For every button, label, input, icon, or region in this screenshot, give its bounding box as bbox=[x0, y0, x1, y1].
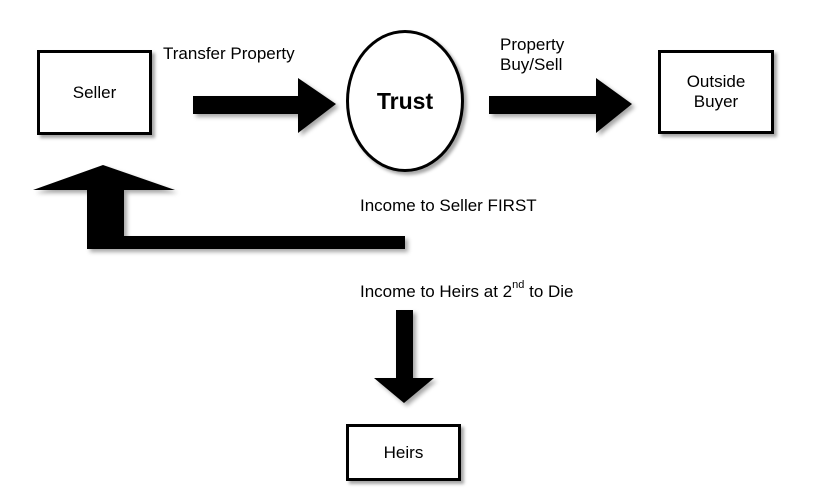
income-to-heirs-label: Income to Heirs at 2nd to Die bbox=[360, 279, 574, 302]
heirs-box: Heirs bbox=[346, 424, 461, 481]
arrow-property-buy-sell bbox=[489, 78, 632, 133]
income-to-heirs-prefix: Income to Heirs at 2 bbox=[360, 282, 513, 301]
property-buy-sell-label: Property Buy/Sell bbox=[500, 35, 565, 74]
seller-box: Seller bbox=[37, 50, 152, 135]
income-to-heirs-ordinal: nd bbox=[512, 279, 525, 292]
arrow-income-to-heirs bbox=[374, 310, 434, 403]
arrow-transfer-property bbox=[193, 78, 336, 133]
trust-label: Trust bbox=[376, 87, 434, 114]
transfer-property-label: Transfer Property bbox=[163, 44, 295, 63]
income-to-heirs-suffix: to Die bbox=[524, 282, 574, 301]
arrow-income-to-seller bbox=[33, 165, 405, 249]
income-to-seller-label: Income to Seller FIRST bbox=[360, 196, 537, 215]
heirs-label: Heirs bbox=[383, 442, 424, 462]
outside-buyer-box: Outside Buyer bbox=[658, 50, 774, 134]
outside-buyer-label: Outside Buyer bbox=[686, 72, 746, 111]
trust-ellipse: Trust bbox=[346, 30, 464, 172]
seller-label: Seller bbox=[72, 82, 117, 102]
